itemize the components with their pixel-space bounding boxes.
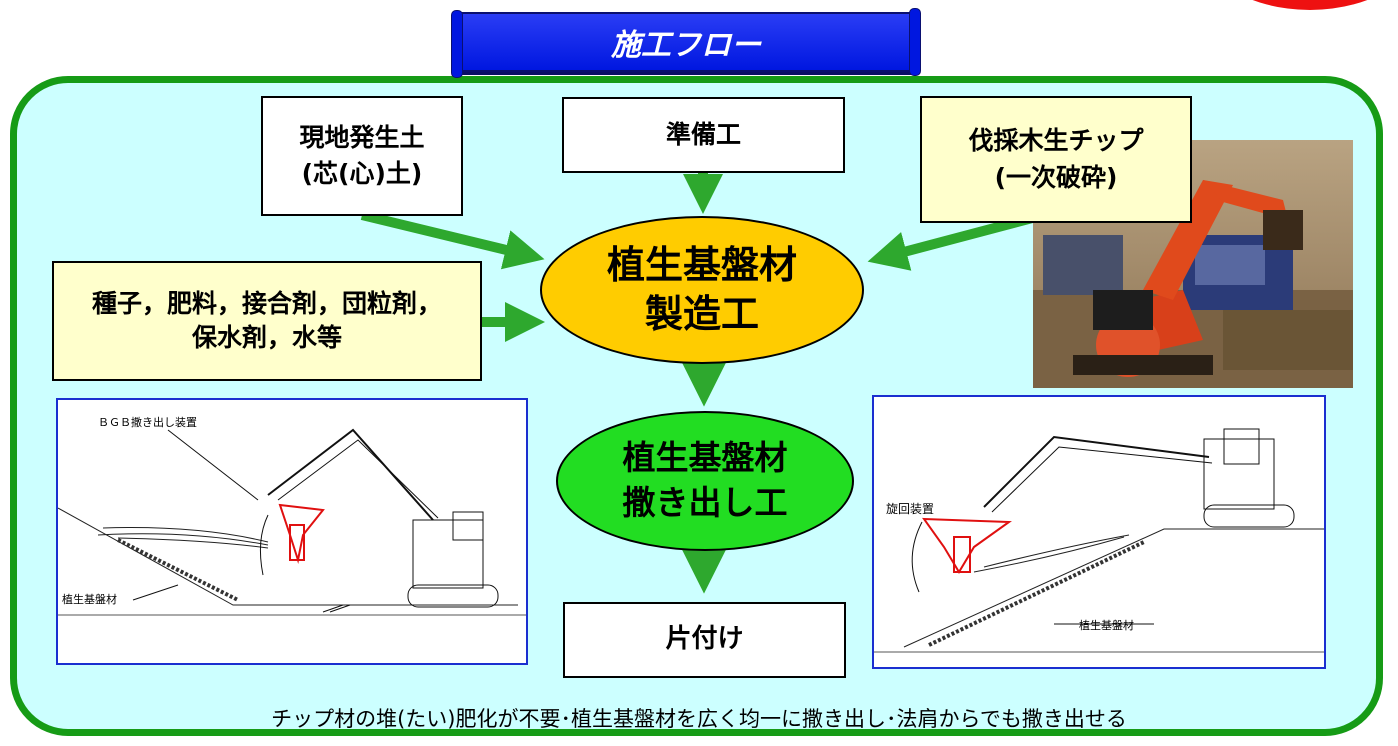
manufacture-line1: 植生基盤材 <box>606 242 797 287</box>
spreading-line2: 撒き出し工 <box>622 483 788 522</box>
ellipse-spreading: 植生基盤材 撒き出し工 <box>556 411 854 551</box>
box-cleanup: 片付け <box>563 602 846 678</box>
additives-line2: 保水剤，水等 <box>191 323 342 352</box>
title-banner: 施工フロー <box>451 8 921 78</box>
box-local-soil: 現地発生土 (芯(心)土) <box>261 96 463 216</box>
local-soil-line1: 現地発生土 <box>299 122 425 152</box>
red-decoration <box>1195 0 1398 10</box>
ellipse-manufacture: 植生基盤材 製造工 <box>540 216 864 364</box>
excavator-drawing-left: ＢＧＢ撒き出し装置 植生基盤材 <box>57 415 526 616</box>
footer-caption: チップ材の堆(たい)肥化が不要･植生基盤材を広く均一に撒き出し･法肩からでも撒き… <box>271 707 1127 731</box>
wood-chips-line2: (一次破砕) <box>994 162 1118 192</box>
box-wood-chips: 伐採木生チップ (一次破砕) <box>920 96 1192 223</box>
manufacture-line2: 製造工 <box>644 292 759 336</box>
spreading-line1: 植生基盤材 <box>622 438 788 478</box>
local-soil-line2: (芯(心)土) <box>301 159 423 188</box>
box-preparation: 準備工 <box>562 97 845 173</box>
arrow-soil-to-manufacture <box>360 210 545 270</box>
wood-chips-line1: 伐採木生チップ <box>968 126 1144 156</box>
preparation-label: 準備工 <box>665 119 741 149</box>
left-device-label: ＢＧＢ撒き出し装置 <box>98 415 197 429</box>
additives-line1: 種子，肥料，接合剤，団粒剤， <box>91 289 442 319</box>
excavator-drawing-right: 旋回装置 植生基盤材 <box>874 428 1324 653</box>
drawing-right: 旋回装置 植生基盤材 <box>872 395 1326 669</box>
box-additives: 種子，肥料，接合剤，団粒剤， 保水剤，水等 <box>52 261 482 381</box>
right-device-label: 旋回装置 <box>886 502 934 516</box>
cleanup-label: 片付け <box>665 624 744 655</box>
page-title: 施工フロー <box>611 28 761 63</box>
left-material-label: 植生基盤材 <box>62 592 117 606</box>
drawing-left: ＢＧＢ撒き出し装置 植生基盤材 <box>56 398 528 665</box>
right-material-label: 植生基盤材 <box>1079 618 1134 632</box>
